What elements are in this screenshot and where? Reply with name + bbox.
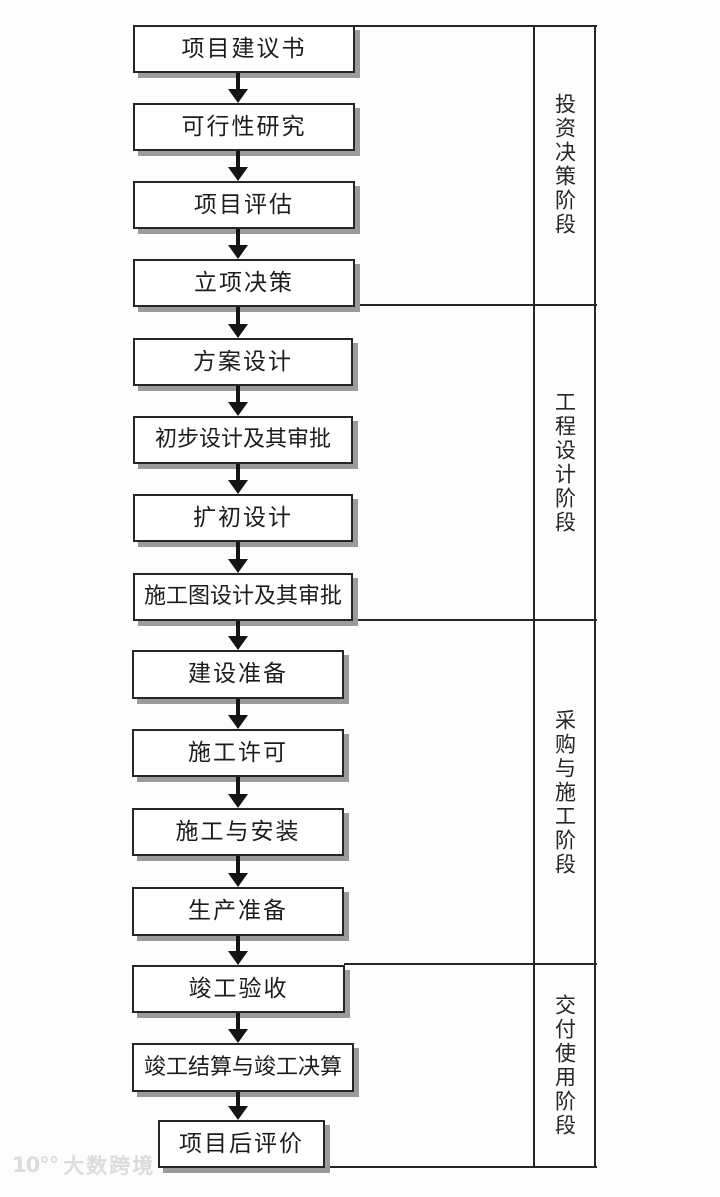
- box-label: 初步设计及其审批: [154, 427, 331, 452]
- flow-box-feasibility-study: 可行性研究: [133, 103, 355, 151]
- flow-box-project-evaluation: 项目评估: [133, 181, 355, 229]
- watermark-logo-icon: 10°°: [12, 1153, 59, 1177]
- arrow-down-icon: [228, 151, 248, 181]
- stage-label-text: 工程设计阶段: [552, 391, 577, 535]
- box-label: 生产准备: [188, 898, 288, 924]
- stage-divider-2: [352, 619, 597, 621]
- arrow-down-icon: [228, 229, 248, 259]
- stage-label-text: 交付使用阶段: [552, 993, 577, 1138]
- stage-label-delivery-use: 交付使用阶段: [535, 965, 593, 1166]
- stage-column-border: [533, 25, 596, 1166]
- arrow-down-icon: [228, 73, 248, 103]
- flow-box-preliminary-design-approval: 初步设计及其审批: [133, 416, 353, 464]
- box-label: 项目评估: [194, 191, 294, 218]
- arrow-down-icon: [228, 777, 248, 808]
- flow-box-construction-drawing-design-approval: 施工图设计及其审批: [133, 573, 353, 621]
- stage-label-engineering-design: 工程设计阶段: [535, 305, 593, 621]
- arrow-down-icon: [228, 1092, 248, 1120]
- stage-divider-top: [354, 25, 597, 27]
- flow-box-extended-preliminary-design: 扩初设计: [133, 494, 353, 542]
- flow-box-construction-permit: 施工许可: [132, 729, 344, 777]
- stage-divider-bottom: [324, 1166, 597, 1168]
- stage-divider-3: [344, 963, 597, 965]
- arrow-down-icon: [228, 699, 248, 729]
- flow-box-project-proposal: 项目建议书: [133, 25, 355, 73]
- stage-label-text: 采购与施工阶段: [552, 709, 577, 877]
- box-label: 竣工结算与竣工决算: [143, 1054, 342, 1080]
- arrow-down-icon: [228, 386, 248, 416]
- flow-box-construction-preparation: 建设准备: [132, 650, 344, 699]
- watermark: 10°° 大数跨境: [12, 1150, 155, 1180]
- flow-box-approval-decision: 立项决策: [133, 259, 355, 307]
- box-label: 方案设计: [193, 348, 293, 375]
- stage-label-procurement-construction: 采购与施工阶段: [535, 621, 593, 965]
- flow-box-production-preparation: 生产准备: [132, 887, 344, 936]
- stage-label-text: 投资决策阶段: [552, 93, 577, 237]
- arrow-down-icon: [228, 542, 248, 573]
- stage-divider-1: [354, 304, 597, 306]
- flow-box-completion-acceptance: 竣工验收: [132, 965, 345, 1013]
- flow-box-completion-settlement-final-accounts: 竣工结算与竣工决算: [132, 1043, 354, 1092]
- arrow-down-icon: [228, 464, 248, 494]
- box-label: 可行性研究: [181, 113, 307, 140]
- box-label: 竣工验收: [188, 975, 289, 1002]
- flow-box-construction-installation: 施工与安装: [132, 808, 344, 856]
- flow-box-post-project-evaluation: 项目后评价: [158, 1120, 325, 1168]
- flow-box-scheme-design: 方案设计: [133, 338, 353, 386]
- arrow-down-icon: [228, 936, 248, 965]
- arrow-down-icon: [228, 1013, 248, 1043]
- stage-label-investment-decision: 投资决策阶段: [535, 25, 593, 305]
- box-label: 项目建议书: [181, 35, 307, 62]
- box-label: 立项决策: [194, 269, 294, 296]
- box-label: 扩初设计: [193, 504, 293, 531]
- box-label: 施工许可: [188, 739, 288, 766]
- arrow-down-icon: [228, 621, 248, 650]
- arrow-down-icon: [228, 307, 248, 338]
- box-label: 项目后评价: [179, 1130, 304, 1157]
- arrow-down-icon: [228, 856, 248, 887]
- watermark-text: 大数跨境: [63, 1154, 156, 1178]
- box-label: 施工与安装: [175, 818, 301, 845]
- box-label: 建设准备: [188, 661, 288, 687]
- box-label: 施工图设计及其审批: [143, 584, 342, 609]
